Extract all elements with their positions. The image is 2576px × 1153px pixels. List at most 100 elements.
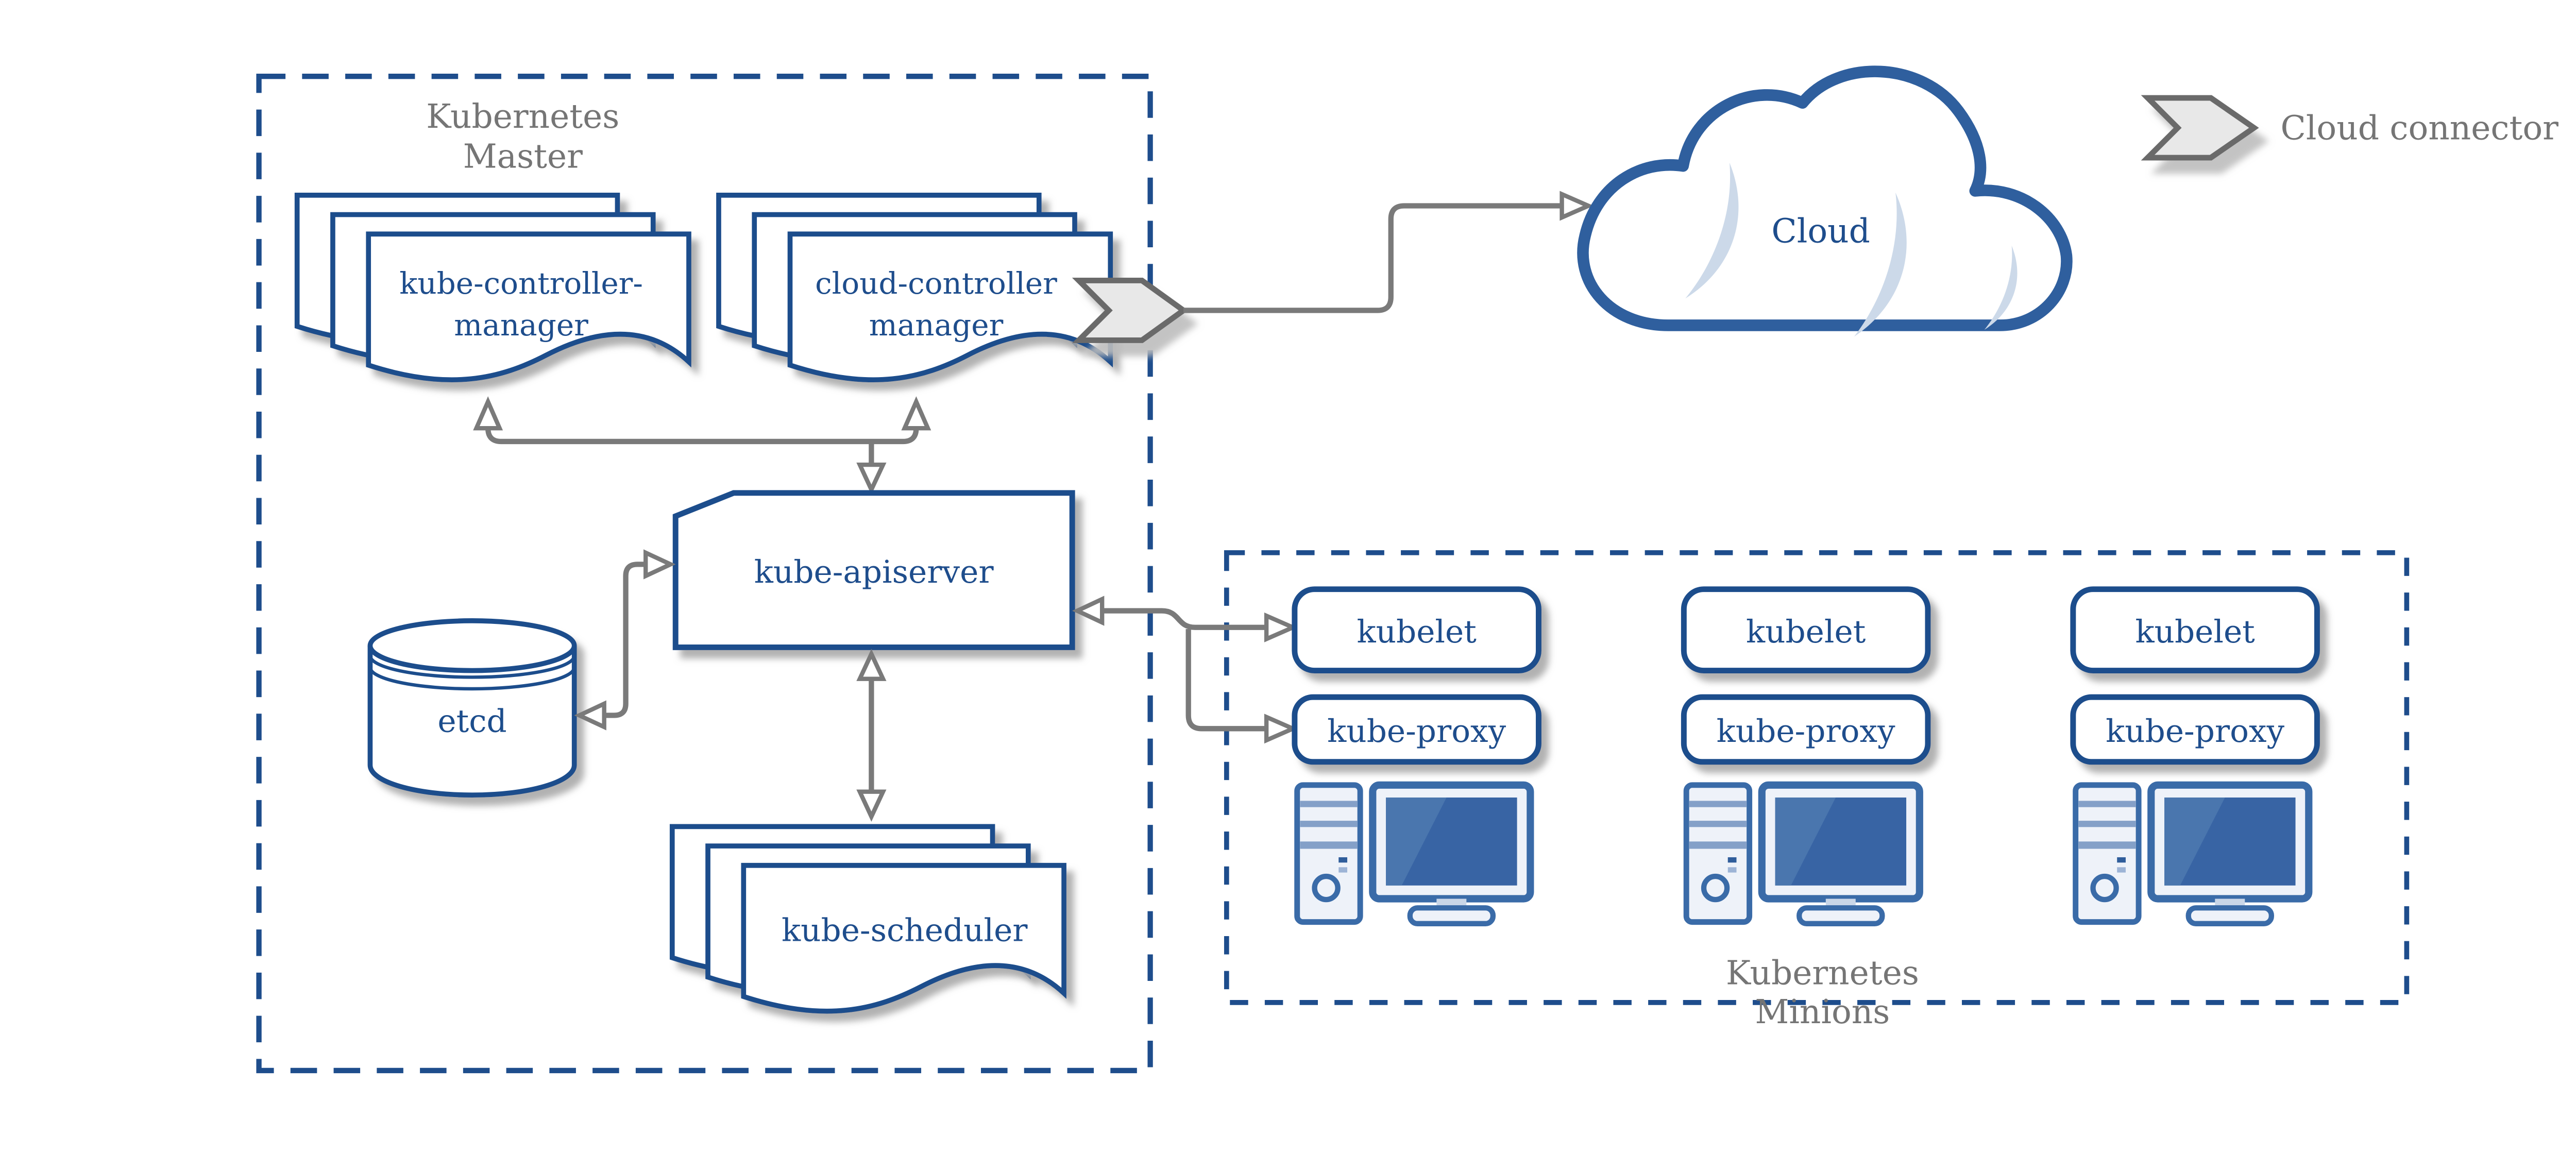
- arrow-apiserver-scheduler: [856, 649, 887, 822]
- arrow-controllers-apiserver: [473, 396, 931, 495]
- minions-label-line1: Kubernetes: [1726, 954, 1919, 992]
- kube-scheduler-node: kube-scheduler: [672, 826, 1064, 1011]
- tower-stripe: [2078, 801, 2136, 807]
- cloud-controller-manager-label-line1: cloud-controller: [815, 266, 1057, 301]
- arrowhead-up-icon: [473, 396, 503, 431]
- minion-node-1: kubelet kube-proxy: [1292, 586, 1541, 926]
- minions-label: Kubernetes Minions: [1726, 954, 1919, 1031]
- computer-icon: [1683, 781, 1923, 926]
- arrowhead-up-icon: [856, 649, 887, 681]
- minion-node-2: kubelet kube-proxy: [1681, 586, 1931, 926]
- tower-stripe: [2078, 821, 2136, 827]
- kube-proxy-node: [1681, 694, 1931, 765]
- kubernetes-architecture-diagram: Kubernetes Master kube-controller- manag…: [256, 65, 2559, 1074]
- cloud-icon: [1577, 65, 2073, 331]
- kube-proxy-label: kube-proxy: [1717, 713, 1895, 750]
- kube-proxy-node: [2070, 694, 2320, 765]
- master-label: Kubernetes Master: [426, 97, 619, 176]
- screen-glare: [2164, 797, 2225, 886]
- cloud-controller-manager-node: cloud-controller manager: [719, 195, 1110, 380]
- legend: Cloud connector: [2141, 95, 2559, 161]
- arrowhead-down-icon: [856, 462, 887, 495]
- cylinder-top: [367, 618, 577, 673]
- etcd-node: etcd: [367, 618, 577, 798]
- connector-line: [485, 428, 919, 445]
- tower-button: [1338, 867, 1348, 873]
- cylinder-ring: [368, 667, 576, 691]
- tower-button: [2117, 867, 2126, 873]
- tower-stripe: [1689, 801, 1747, 807]
- kube-scheduler-label: kube-scheduler: [782, 912, 1028, 949]
- tower-stripe: [1300, 841, 1358, 849]
- kube-apiserver-node: kube-apiserver: [672, 490, 1075, 650]
- legend-label: Cloud connector: [2281, 109, 2559, 148]
- arrow-etcd-apiserver: [574, 549, 676, 731]
- database-cylinder-icon: [367, 646, 577, 798]
- computer-icon: [1294, 781, 1534, 926]
- apiserver-shape: [672, 490, 1075, 650]
- tower-stripe: [2078, 841, 2136, 849]
- tower-stripe: [1300, 801, 1358, 807]
- kubelet-label: kubelet: [1746, 614, 1866, 650]
- kubelet-label: kubelet: [1357, 614, 1477, 650]
- diagram-canvas: Kubernetes Master kube-controller- manag…: [256, 65, 2559, 1074]
- tower-button: [2117, 857, 2126, 863]
- legend-chevron-icon: [2141, 95, 2259, 161]
- connector-line: [1183, 203, 1562, 313]
- master-label-line1: Kubernetes: [426, 97, 619, 136]
- kube-proxy-label: kube-proxy: [2106, 713, 2284, 750]
- tower-power-button: [1312, 873, 1341, 903]
- arrowhead-right-icon: [1264, 612, 1299, 642]
- kubelet-label: kubelet: [2135, 614, 2255, 650]
- document-page-icon: [368, 234, 689, 380]
- arrow-cloudcontroller-cloud: [1183, 191, 1594, 313]
- kubernetes-minions-box: [1224, 550, 2410, 1005]
- monitor-base: [2185, 905, 2274, 926]
- kube-apiserver-label: kube-apiserver: [754, 554, 994, 590]
- cloud-node: Cloud: [1577, 65, 2073, 345]
- tower-button: [1727, 857, 1737, 863]
- cloud-connector-chevron-icon: [1072, 277, 1189, 343]
- kubernetes-master-box: [256, 74, 1153, 1074]
- kube-controller-manager-label-line1: kube-controller-: [399, 266, 643, 301]
- computer-icon: [2073, 781, 2313, 926]
- arrowhead-up-icon: [901, 396, 931, 431]
- document-page-icon: [790, 234, 1111, 380]
- kube-controller-manager-label-line2: manager: [454, 308, 588, 343]
- arrow-apiserver-kubelet: [1072, 596, 1299, 642]
- tower-stripe: [1689, 841, 1747, 849]
- arrowhead-right-icon: [1264, 714, 1299, 744]
- master-label-line2: Master: [463, 137, 583, 176]
- cloud-controller-manager-label-line2: manager: [869, 308, 1004, 343]
- arrowhead-left-icon: [1072, 596, 1105, 626]
- kubelet-node: [1681, 586, 1931, 674]
- tower-button: [1727, 867, 1737, 873]
- monitor-base: [1797, 905, 1885, 926]
- tower-button: [1338, 857, 1348, 863]
- arrowhead-left-icon: [574, 700, 606, 731]
- kube-controller-manager-node: kube-controller- manager: [297, 195, 689, 380]
- cylinder-ring: [368, 655, 576, 679]
- kubelet-node: [2070, 586, 2320, 674]
- tower-stripe: [1689, 821, 1747, 827]
- cloud-label: Cloud: [1771, 212, 1870, 250]
- arrowhead-right-icon: [643, 549, 676, 580]
- arrowhead-right-icon: [1560, 191, 1594, 221]
- tower-stripe: [1300, 821, 1358, 827]
- monitor-base: [1407, 905, 1496, 926]
- etcd-label: etcd: [437, 703, 506, 740]
- kubelet-node: [1292, 586, 1541, 674]
- arrowhead-down-icon: [856, 789, 887, 822]
- connector-line: [1185, 629, 1267, 732]
- minions-label-line2: Minions: [1755, 993, 1890, 1031]
- tower-power-button: [2090, 873, 2119, 903]
- connector-line: [1100, 608, 1267, 630]
- kube-proxy-label: kube-proxy: [1327, 713, 1506, 750]
- screen-glare: [1775, 797, 1836, 886]
- screen-glare: [1386, 797, 1447, 886]
- arrow-apiserver-kubeproxy: [1185, 629, 1299, 744]
- kube-proxy-node: [1292, 694, 1541, 765]
- tower-power-button: [1701, 873, 1730, 903]
- connector-line: [604, 562, 646, 718]
- minion-node-3: kubelet kube-proxy: [2070, 586, 2320, 926]
